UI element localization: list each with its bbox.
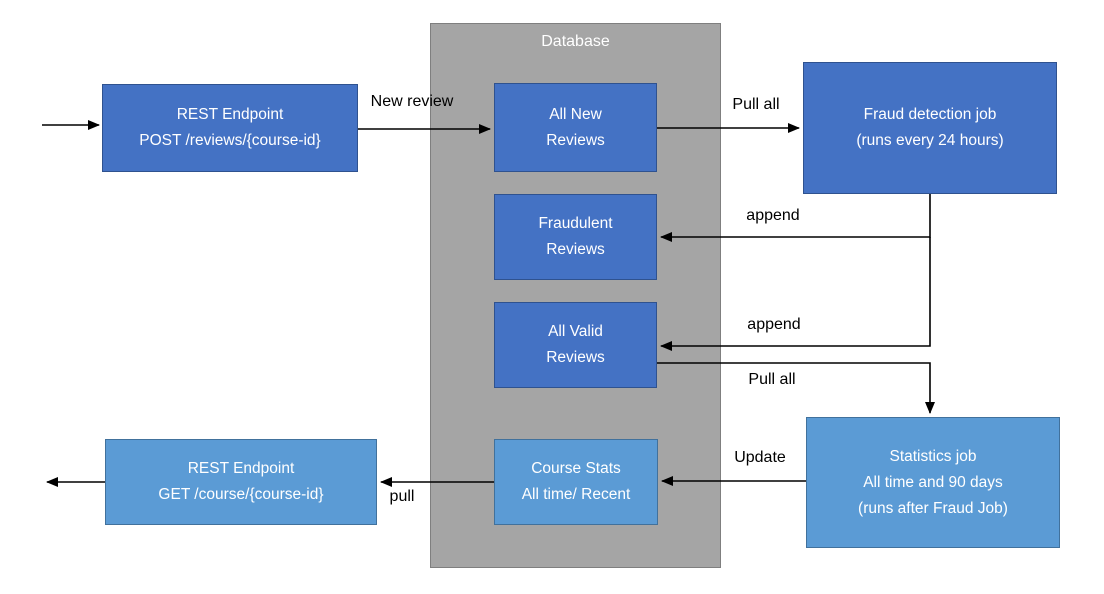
node-rest-endpoint-post-line1: REST Endpoint bbox=[176, 106, 284, 123]
edge-label-pull: pull bbox=[389, 488, 415, 505]
node-fraud-detection-job-line1: Fraud detection job bbox=[863, 106, 997, 123]
node-all-new-reviews-line1: All New bbox=[549, 105, 602, 123]
node-all-new-reviews-line2: Reviews bbox=[546, 131, 605, 149]
edge-label-append-fraudulent: append bbox=[746, 207, 800, 224]
node-course-stats: Course Stats All time/ Recent bbox=[494, 439, 658, 525]
node-rest-endpoint-get-line2: GET /course/{course-id} bbox=[158, 486, 324, 503]
node-fraudulent-reviews-line1: Fraudulent bbox=[538, 215, 613, 232]
node-all-valid-reviews-line2: Reviews bbox=[546, 349, 605, 366]
node-rest-endpoint-get: REST Endpoint GET /course/{course-id} bbox=[105, 439, 377, 525]
edge-label-pull-all-bottom: Pull all bbox=[748, 371, 796, 388]
edge-label-append-valid: append bbox=[747, 316, 801, 333]
node-fraud-detection-job: Fraud detection job (runs every 24 hours… bbox=[803, 62, 1057, 194]
node-statistics-job: Statistics job All time and 90 days (run… bbox=[806, 417, 1060, 548]
node-all-valid-reviews-line1: All Valid bbox=[548, 323, 603, 340]
node-course-stats-line2: All time/ Recent bbox=[521, 486, 631, 503]
node-rest-endpoint-get-line1: REST Endpoint bbox=[187, 460, 295, 477]
edge-label-update: Update bbox=[734, 449, 786, 466]
node-fraudulent-reviews-line2: Reviews bbox=[546, 241, 605, 258]
node-all-valid-reviews: All Valid Reviews bbox=[494, 302, 657, 388]
node-fraud-detection-job-line2: (runs every 24 hours) bbox=[856, 132, 1004, 149]
edge-label-new-review: New review bbox=[370, 93, 454, 110]
node-rest-endpoint-post-line2: POST /reviews/{course-id} bbox=[139, 132, 321, 149]
node-course-stats-line1: Course Stats bbox=[531, 460, 621, 477]
database-container-title: Database bbox=[541, 33, 610, 50]
node-statistics-job-line2: All time and 90 days bbox=[863, 473, 1003, 491]
node-rest-endpoint-post: REST Endpoint POST /reviews/{course-id} bbox=[102, 84, 358, 172]
node-all-new-reviews: All New Reviews bbox=[494, 83, 657, 172]
node-fraudulent-reviews: Fraudulent Reviews bbox=[494, 194, 657, 280]
node-statistics-job-line1: Statistics job bbox=[889, 447, 977, 465]
edge-label-pull-all-top: Pull all bbox=[732, 96, 780, 113]
node-statistics-job-line3: (runs after Fraud Job) bbox=[858, 499, 1008, 517]
